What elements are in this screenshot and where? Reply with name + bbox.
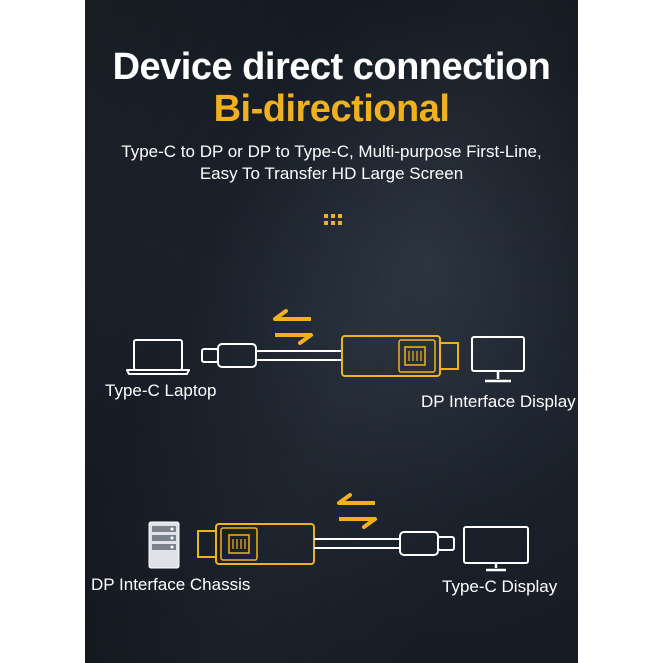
target-label-2: Type-C Display xyxy=(442,577,558,596)
target-label-1: DP Interface Display xyxy=(421,392,576,411)
source-label-1: Type-C Laptop xyxy=(105,381,217,400)
source-label-2: DP Interface Chassis xyxy=(91,575,251,594)
cable-typec-to-dp xyxy=(201,335,459,377)
bidirectional-arrows-icon xyxy=(273,309,313,345)
laptop-icon xyxy=(126,339,190,375)
cable-line xyxy=(256,350,342,361)
typec-plug-housing xyxy=(217,343,257,368)
product-panel: Device direct connection Bi-directional … xyxy=(85,0,578,663)
dot-grid-icon xyxy=(324,214,342,225)
dp-plug-tip xyxy=(440,342,459,370)
page-title: Device direct connection xyxy=(112,46,551,88)
cable-line xyxy=(314,538,400,549)
description-line-1: Type-C to DP or DP to Type-C, Multi-purp… xyxy=(121,142,542,161)
dp-plug-housing xyxy=(341,335,441,377)
typec-plug-tip xyxy=(201,348,219,363)
dp-plug-tip xyxy=(197,530,216,558)
cable-dp-to-typec xyxy=(197,523,455,565)
page-subtitle: Bi-directional xyxy=(213,88,450,130)
dp-plug-housing xyxy=(215,523,315,565)
tv-display-icon xyxy=(463,526,529,572)
typec-plug-housing xyxy=(399,531,439,556)
server-chassis-icon xyxy=(148,521,180,569)
description: Type-C to DP or DP to Type-C, Multi-purp… xyxy=(85,141,578,185)
typec-plug-tip xyxy=(437,536,455,551)
bidirectional-arrows-icon xyxy=(337,493,377,529)
description-line-2: Easy To Transfer HD Large Screen xyxy=(199,164,464,183)
monitor-icon xyxy=(471,336,525,383)
